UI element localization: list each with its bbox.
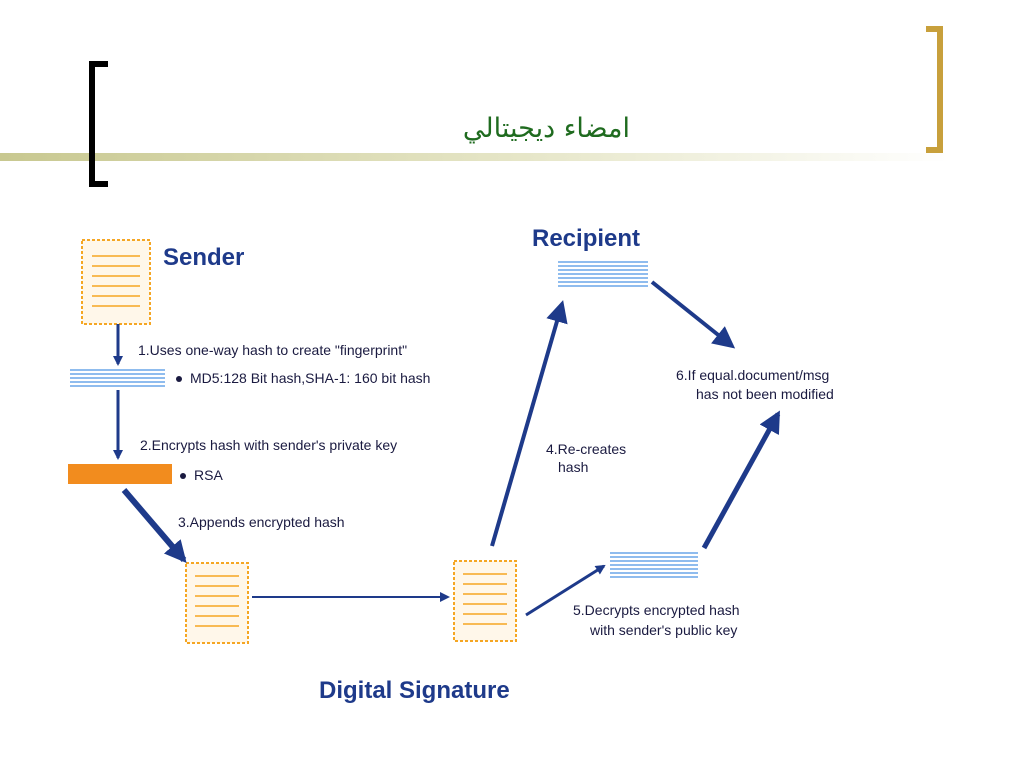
sender-label: Sender <box>163 244 245 271</box>
signed-document-icon-2 <box>453 560 517 642</box>
decrypted-hash-icon <box>610 552 698 578</box>
slide-title: امضاء ديجيتالي <box>462 113 630 144</box>
step6-label-line2: has not been modified <box>696 386 834 402</box>
arrow-encrypt-to-append <box>121 488 187 564</box>
sender-document-icon <box>81 239 151 325</box>
arrow-recipient-to-compare <box>650 280 736 349</box>
step5-label-line2: with sender's public key <box>590 622 738 638</box>
step1-label: 1.Uses one-way hash to create "fingerpri… <box>138 342 408 358</box>
step3-label: 3.Appends encrypted hash <box>178 514 345 530</box>
arrow-recreate-hash <box>490 300 568 547</box>
hash-fingerprint-icon <box>70 369 165 387</box>
arrow-decrypted-to-compare <box>701 410 781 550</box>
step2-bullet: RSA <box>180 467 223 483</box>
arrow-decrypt-hash <box>525 564 606 617</box>
step4-label-line1: 4.Re-creates <box>546 441 627 457</box>
recipient-label: Recipient <box>532 225 641 252</box>
title-rule <box>0 153 950 161</box>
step2-label: 2.Encrypts hash with sender's private ke… <box>140 437 398 453</box>
diagram-caption: Digital Signature <box>319 677 510 704</box>
left-bracket <box>89 61 108 187</box>
recipient-hash-icon <box>558 261 648 287</box>
step4-label-line2: hash <box>558 459 589 475</box>
step6-label-line1: 6.If equal.document/msg <box>676 367 830 383</box>
step5-label-line1: 5.Decrypts encrypted hash <box>573 602 740 618</box>
signed-document-icon-1 <box>185 562 249 644</box>
right-bracket <box>926 26 943 153</box>
encrypted-hash-bar <box>68 464 172 484</box>
step1-bullet: MD5:128 Bit hash,SHA-1: 160 bit hash <box>176 370 430 386</box>
